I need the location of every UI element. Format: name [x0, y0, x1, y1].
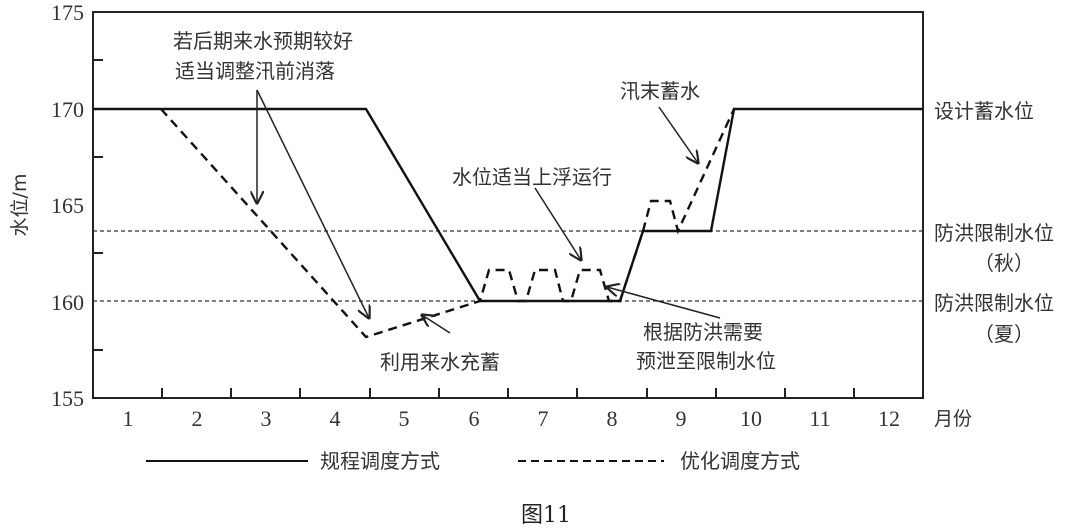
x-axis-ticks: [161, 388, 855, 398]
x-tick-9: 9: [676, 406, 687, 431]
x-tick-11: 11: [809, 406, 830, 431]
y-axis-label: 水位/m: [9, 174, 31, 237]
annotation-pre-release-line1: 根据防洪需要: [643, 320, 763, 344]
annotation-refill: 利用来水充蓄: [380, 350, 500, 374]
annotation-float-operation: 水位适当上浮运行: [452, 165, 612, 189]
legend-solid-label: 规程调度方式: [320, 449, 440, 473]
y-tick-160: 160: [51, 290, 84, 315]
y-tick-165: 165: [51, 193, 84, 218]
y-tick-155: 155: [51, 386, 84, 411]
label-autumn-flood-limit-line1: 防洪限制水位: [934, 221, 1054, 245]
x-tick-8: 8: [607, 406, 618, 431]
x-tick-labels: 1 2 3 4 5 6 7 8 9 10 11 12: [123, 406, 901, 431]
x-tick-6: 6: [469, 406, 480, 431]
y-tick-labels: 175 170 165 160 155: [51, 0, 84, 411]
x-tick-2: 2: [192, 406, 203, 431]
y-tick-175: 175: [51, 0, 84, 25]
y-axis-ticks: [93, 59, 103, 351]
annotation-arrows: [257, 89, 721, 334]
label-design-storage-level: 设计蓄水位: [934, 99, 1034, 123]
legend: 规程调度方式 优化调度方式: [146, 449, 800, 473]
legend-dashed-label: 优化调度方式: [680, 449, 800, 473]
label-summer-flood-limit-line2: （夏）: [974, 322, 1034, 346]
x-tick-12: 12: [878, 406, 900, 431]
x-tick-7: 7: [538, 406, 549, 431]
annotation-predrawdown-line2: 适当调整汛前消落: [175, 59, 335, 83]
x-tick-4: 4: [330, 406, 341, 431]
series-regulation-solid: [93, 107, 923, 303]
x-tick-1: 1: [123, 406, 134, 431]
x-axis-label: 月份: [934, 408, 972, 430]
annotation-pre-release-line2: 预泄至限制水位: [636, 349, 776, 373]
x-tick-10: 10: [740, 406, 762, 431]
annotation-end-of-flood-storage: 汛末蓄水: [620, 79, 700, 103]
x-tick-5: 5: [399, 406, 410, 431]
series-optimized-dashed: [160, 108, 736, 339]
label-autumn-flood-limit-line2: （秋）: [974, 251, 1034, 275]
label-summer-flood-limit-line1: 防洪限制水位: [934, 291, 1054, 315]
figure-caption: 图11: [521, 503, 571, 528]
y-tick-170: 170: [51, 97, 84, 122]
x-tick-3: 3: [261, 406, 272, 431]
annotation-predrawdown-line1: 若后期来水预期较好: [173, 29, 353, 53]
